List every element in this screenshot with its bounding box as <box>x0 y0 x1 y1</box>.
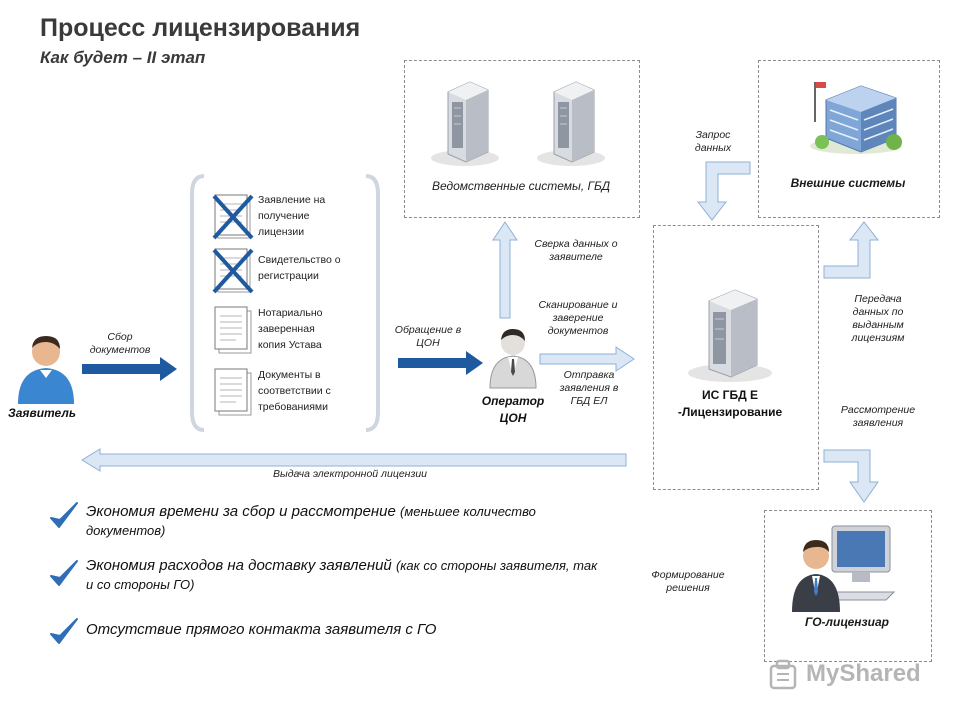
server-icon <box>688 289 772 382</box>
page-title: Процесс лицензирования <box>40 14 361 42</box>
arrow-issue-license <box>81 448 627 472</box>
verify-label: Сверка данных о заявителе <box>534 238 618 263</box>
departmental-systems-label: Ведомственные системы, ГБД <box>431 179 611 193</box>
benefit-main: Экономия времени за сбор и рассмотрение <box>86 503 396 520</box>
operator-label: Оператор ЦОН <box>481 394 545 425</box>
document-icon <box>212 194 254 240</box>
arrow-transfer-data <box>823 221 880 279</box>
watermark-logo-icon <box>769 659 797 690</box>
arrow-request-data <box>696 161 751 221</box>
collect-documents-label: Сбор документов <box>89 331 151 356</box>
scan-label: Сканирование и заверение документов <box>538 299 618 337</box>
request-label: Запрос данных <box>694 129 732 154</box>
benefit-item: Отсутствие прямого контакта заявителя с … <box>86 620 566 639</box>
benefit-main: Отсутствие прямого контакта заявителя с … <box>86 621 437 638</box>
arrow-to-is-gbd <box>539 346 635 372</box>
is-gbd-label: ИС ГБД Е -Лицензирование <box>677 388 783 419</box>
arrow-appeal <box>398 351 483 375</box>
documents-bracket <box>190 174 380 432</box>
licensor-at-computer-icon <box>792 525 896 612</box>
applicant-label: Заявитель <box>8 406 76 420</box>
arrow-to-departmental <box>492 221 518 319</box>
send-label: Отправка заявления в ГБД ЕЛ <box>559 369 619 407</box>
go-licensor-label: ГО-лицензиар <box>804 615 889 629</box>
appeal-label: Обращение в ЦОН <box>394 324 462 349</box>
review-label: Рассмотрение заявления <box>840 404 916 429</box>
applicant-person-icon <box>18 336 74 404</box>
checkmark-icon <box>50 560 78 586</box>
external-systems-label: Внешние системы <box>790 176 906 190</box>
checkmark-icon <box>50 618 78 644</box>
document-label: Документы в соответствии с требованиями <box>258 369 331 413</box>
document-icon <box>214 306 252 354</box>
departmental-systems-box <box>404 60 640 218</box>
document-label: Свидетельство о регистрации <box>258 254 341 282</box>
page-subtitle: Как будет – II этап <box>40 48 206 67</box>
building-icon <box>810 82 902 154</box>
server-icon <box>537 81 605 166</box>
benefit-main: Экономия расходов на доставку заявлений <box>86 557 392 574</box>
operator-person-icon <box>489 329 537 389</box>
document-icon <box>214 368 252 416</box>
decision-label: Формирование решения <box>651 569 725 594</box>
benefit-item: Экономия времени за сбор и рассмотрение … <box>86 502 576 540</box>
watermark-text: MyShared <box>806 660 921 687</box>
arrow-collect-documents <box>82 357 177 381</box>
document-label: Заявление на получение лицензии <box>258 194 326 238</box>
checkmark-icon <box>50 502 78 528</box>
document-label: Нотариально заверенная копия Устава <box>258 307 323 351</box>
arrow-review <box>823 449 879 503</box>
benefit-item: Экономия расходов на доставку заявлений … <box>86 556 606 594</box>
issue-license-label: Выдача электронной лицензии <box>272 468 428 480</box>
document-icon <box>212 248 254 294</box>
transfer-label: Передача данных по выданным лицензиям <box>851 293 905 344</box>
server-icon <box>431 81 499 166</box>
benefit-detail: (меньшее количество документов) <box>86 504 536 538</box>
benefit-detail: (как со стороны заявителя, так и со стор… <box>86 558 598 592</box>
